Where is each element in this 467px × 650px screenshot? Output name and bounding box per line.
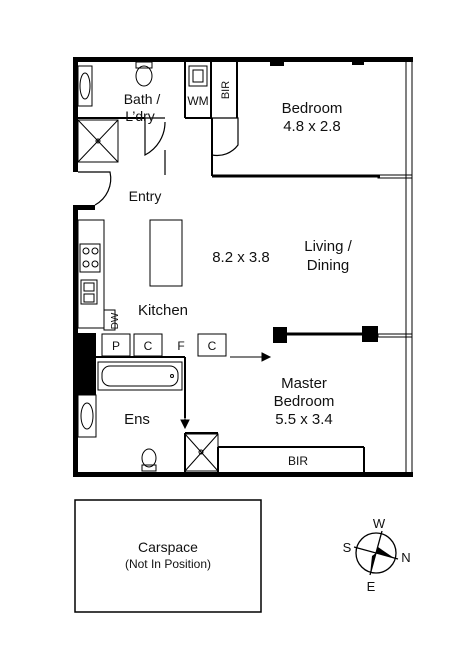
interior-walls — [78, 62, 380, 472]
label-bedroom-size: 4.8 x 2.8 — [283, 118, 341, 135]
compass-s: S — [343, 540, 352, 555]
label-bath-line1: Bath / — [124, 91, 161, 107]
label-cupboard-2: C — [208, 339, 217, 353]
label-bath-line2: L’dry — [125, 108, 155, 124]
room-labels: Bath / L’dry WM BIR Bedroom 4.8 x 2.8 En… — [110, 81, 353, 468]
label-wm: WM — [187, 94, 208, 108]
label-bedroom: Bedroom — [282, 100, 343, 117]
sliding-door-arrows — [180, 352, 272, 430]
label-pantry: P — [112, 339, 120, 353]
carspace-note: (Not In Position) — [125, 557, 211, 571]
label-cupboard-1: C — [144, 339, 153, 353]
label-master-line2: Bedroom — [274, 393, 335, 410]
bath-fixtures — [77, 61, 208, 163]
label-bir-top: BIR — [220, 81, 232, 99]
compass-w: W — [373, 516, 386, 531]
label-bir-master: BIR — [288, 454, 308, 468]
label-ensuite: Ens — [124, 411, 150, 428]
label-living-size: 8.2 x 3.8 — [212, 249, 270, 266]
compass-icon: W S N E — [343, 516, 411, 594]
label-living-line2: Dining — [307, 257, 350, 274]
label-master-line1: Master — [281, 375, 327, 392]
label-dw: DW — [110, 312, 121, 329]
label-master-size: 5.5 x 3.4 — [275, 411, 333, 428]
label-entry: Entry — [129, 188, 162, 204]
label-kitchen: Kitchen — [138, 302, 188, 319]
kitchen-fixtures — [77, 219, 227, 357]
window-glazing — [377, 62, 413, 472]
ensuite-fixtures — [77, 361, 219, 472]
compass-e: E — [367, 579, 376, 594]
label-living-line1: Living / — [304, 238, 352, 255]
doors — [78, 117, 239, 206]
compass-n: N — [401, 550, 410, 565]
carspace: Carspace (Not In Position) — [74, 499, 262, 613]
carspace-title: Carspace — [138, 539, 198, 555]
label-fridge: F — [177, 339, 184, 353]
structural-columns — [73, 326, 378, 395]
